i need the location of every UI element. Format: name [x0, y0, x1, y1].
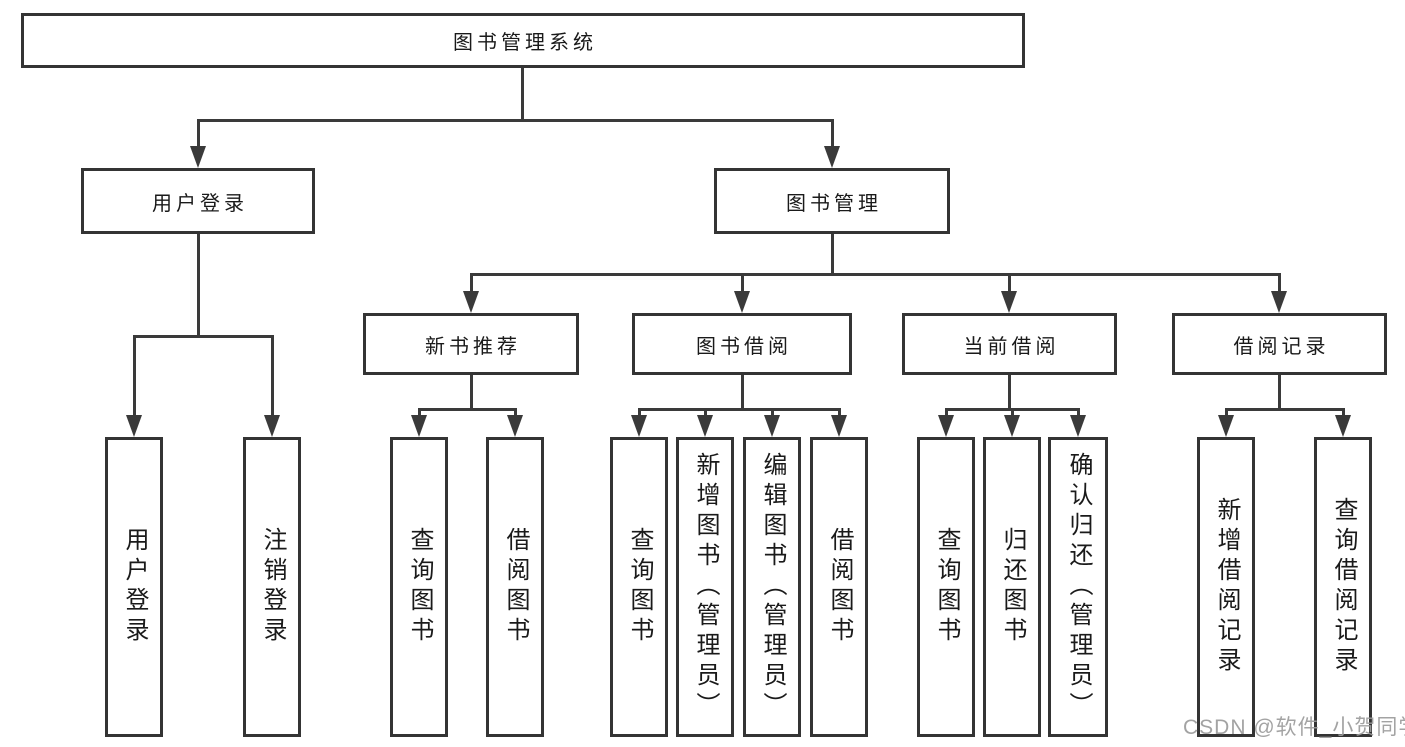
- connector-drop-leaf-user-login: [133, 335, 136, 416]
- arrow-nbr-borrow: [507, 415, 523, 437]
- node-borrow-record: 借阅记录: [1172, 313, 1387, 375]
- connector-br-stem: [1278, 375, 1281, 409]
- leaf-br-add-record: 新增借阅记录: [1197, 437, 1255, 737]
- csdn-watermark: CSDN @软件_小贺同学: [1183, 716, 1405, 739]
- leaf-cb-confirm-return-admin-label: 确认归还（管理员）: [1065, 452, 1092, 722]
- node-book-borrow: 图书借阅: [632, 313, 852, 375]
- leaf-nbr-borrow-book: 借阅图书: [486, 437, 544, 737]
- connector-user-login-split: [133, 335, 274, 338]
- arrow-borrow-record: [1271, 291, 1287, 313]
- arrow-cb-query: [938, 415, 954, 437]
- arrow-current-borrow: [1001, 291, 1017, 313]
- node-root-label: 图书管理系统: [453, 32, 597, 54]
- node-book-management: 图书管理: [714, 168, 950, 234]
- connector-drop-cb-return: [1011, 408, 1014, 417]
- connector-drop-cb-confirm: [1077, 408, 1080, 417]
- connector-drop-bb-query: [638, 408, 641, 417]
- arrow-nbr-query: [411, 415, 427, 437]
- node-current-borrow: 当前借阅: [902, 313, 1117, 375]
- arrow-cb-confirm: [1070, 415, 1086, 437]
- connector-drop-leaf-logout: [271, 335, 274, 416]
- connector-root-stem: [521, 68, 524, 120]
- leaf-nbr-borrow-book-label: 借阅图书: [502, 527, 529, 647]
- connector-bb-split: [638, 408, 840, 411]
- arrow-br-add: [1218, 415, 1234, 437]
- leaf-bb-query-book: 查询图书: [610, 437, 668, 737]
- arrow-new-book-recommend: [463, 291, 479, 313]
- arrow-book-management: [824, 146, 840, 168]
- leaf-cb-return-book-label: 归还图书: [999, 527, 1026, 647]
- node-new-book-recommend: 新书推荐: [363, 313, 579, 375]
- connector-user-login-stem: [197, 234, 200, 336]
- leaf-bb-query-book-label: 查询图书: [626, 527, 653, 647]
- leaf-cb-query-book-label: 查询图书: [933, 527, 960, 647]
- arrow-bb-add: [697, 415, 713, 437]
- node-user-login: 用户登录: [81, 168, 315, 234]
- connector-drop-book-management: [831, 119, 834, 147]
- connector-drop-current-borrow: [1008, 273, 1011, 292]
- connector-book-management-stem: [831, 234, 834, 274]
- connector-bb-stem: [741, 375, 744, 409]
- connector-cb-stem: [1008, 375, 1011, 409]
- node-new-book-recommend-label: 新书推荐: [425, 335, 521, 358]
- arrow-leaf-logout: [264, 415, 280, 437]
- connector-drop-bb-edit: [771, 408, 774, 417]
- node-book-management-label: 图书管理: [786, 192, 882, 215]
- leaf-bb-edit-book-admin-label: 编辑图书（管理员）: [759, 452, 786, 722]
- connector-level3-split: [470, 273, 1281, 276]
- connector-nbr-split: [418, 408, 516, 411]
- leaf-br-query-record-label: 查询借阅记录: [1330, 497, 1357, 677]
- leaf-user-login-label: 用户登录: [121, 527, 148, 647]
- arrow-bb-borrow: [831, 415, 847, 437]
- arrow-bb-edit: [764, 415, 780, 437]
- leaf-bb-borrow-book: 借阅图书: [810, 437, 868, 737]
- leaf-bb-borrow-book-label: 借阅图书: [826, 527, 853, 647]
- connector-drop-user-login: [197, 119, 200, 147]
- connector-drop-cb-query: [945, 408, 948, 417]
- leaf-br-add-record-label: 新增借阅记录: [1213, 497, 1240, 677]
- connector-drop-bb-add: [704, 408, 707, 417]
- leaf-cb-query-book: 查询图书: [917, 437, 975, 737]
- leaf-logout: 注销登录: [243, 437, 301, 737]
- connector-drop-nbr-borrow: [514, 408, 517, 417]
- leaf-user-login: 用户登录: [105, 437, 163, 737]
- connector-nbr-stem: [470, 375, 473, 409]
- connector-drop-br-query: [1342, 408, 1345, 417]
- arrow-user-login: [190, 146, 206, 168]
- connector-drop-new-book-recommend: [470, 273, 473, 292]
- node-borrow-record-label: 借阅记录: [1233, 335, 1330, 358]
- leaf-nbr-query-book: 查询图书: [390, 437, 448, 737]
- arrow-book-borrow: [734, 291, 750, 313]
- arrow-bb-query: [631, 415, 647, 437]
- connector-drop-book-borrow: [741, 273, 744, 292]
- connector-level2-split: [197, 119, 834, 122]
- connector-drop-borrow-record: [1278, 273, 1281, 292]
- arrow-cb-return: [1004, 415, 1020, 437]
- arrow-br-query: [1335, 415, 1351, 437]
- connector-br-split: [1225, 408, 1344, 411]
- node-root: 图书管理系统: [21, 13, 1025, 68]
- connector-drop-nbr-query: [418, 408, 421, 417]
- leaf-bb-add-book-admin-label: 新增图书（管理员）: [692, 452, 719, 722]
- connector-drop-br-add: [1225, 408, 1228, 417]
- leaf-nbr-query-book-label: 查询图书: [406, 527, 433, 647]
- connector-drop-bb-borrow: [838, 408, 841, 417]
- leaf-bb-add-book-admin: 新增图书（管理员）: [676, 437, 734, 737]
- leaf-bb-edit-book-admin: 编辑图书（管理员）: [743, 437, 801, 737]
- node-book-borrow-label: 图书借阅: [696, 335, 792, 358]
- node-current-borrow-label: 当前借阅: [963, 335, 1060, 358]
- leaf-cb-confirm-return-admin: 确认归还（管理员）: [1048, 437, 1108, 737]
- leaf-logout-label: 注销登录: [259, 527, 286, 647]
- leaf-br-query-record: 查询借阅记录: [1314, 437, 1372, 737]
- leaf-cb-return-book: 归还图书: [983, 437, 1041, 737]
- node-user-login-label: 用户登录: [152, 192, 248, 215]
- arrow-leaf-user-login: [126, 415, 142, 437]
